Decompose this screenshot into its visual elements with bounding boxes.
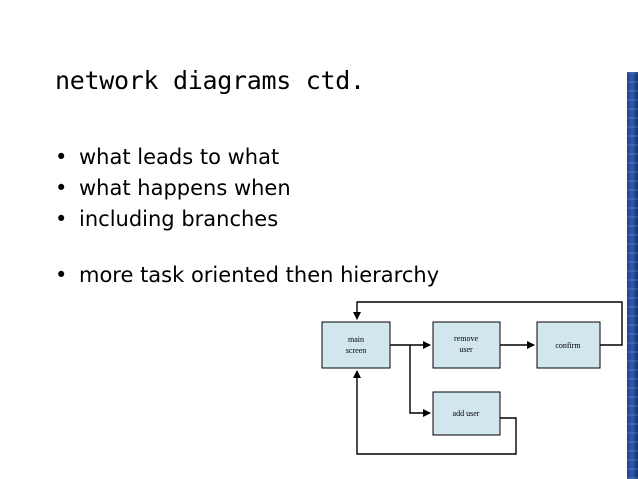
bullet-text: more task oriented then hierarchy <box>79 263 440 287</box>
bullet-item: • what happens when <box>55 173 291 204</box>
bullet-dot: • <box>55 145 68 169</box>
node-add-user: add user <box>432 391 501 436</box>
node-main-screen: main screen <box>321 321 391 369</box>
bullet-item: • more task oriented then hierarchy <box>55 260 439 291</box>
node-add-user-label: add user <box>453 409 480 418</box>
bullet-list-secondary: • more task oriented then hierarchy <box>55 260 439 291</box>
bullet-text: including branches <box>79 207 279 231</box>
bullet-item: • including branches <box>55 204 291 235</box>
bullet-item: • what leads to what <box>55 142 291 173</box>
node-confirm: confirm <box>536 321 601 369</box>
slide-title: network diagrams ctd. <box>55 66 365 95</box>
node-main-screen-line1: main <box>348 335 364 344</box>
bullet-text: what leads to what <box>79 145 280 169</box>
node-remove-user-line2: user <box>459 345 473 354</box>
edge-confirm-to-main <box>353 301 623 346</box>
edge-main-to-add <box>409 345 431 417</box>
bullet-dot: • <box>55 263 68 287</box>
decorative-edge-bar <box>627 72 638 479</box>
node-remove-user: remove user <box>432 321 501 369</box>
bullet-text: what happens when <box>79 176 291 200</box>
bullet-list: • what leads to what • what happens when •… <box>55 142 291 235</box>
node-confirm-label: confirm <box>555 341 581 350</box>
bullet-dot: • <box>55 207 68 231</box>
node-remove-user-line1: remove <box>454 334 478 343</box>
edge-add-to-main <box>353 370 517 455</box>
bullet-dot: • <box>55 176 68 200</box>
node-main-screen-line2: screen <box>346 346 366 355</box>
